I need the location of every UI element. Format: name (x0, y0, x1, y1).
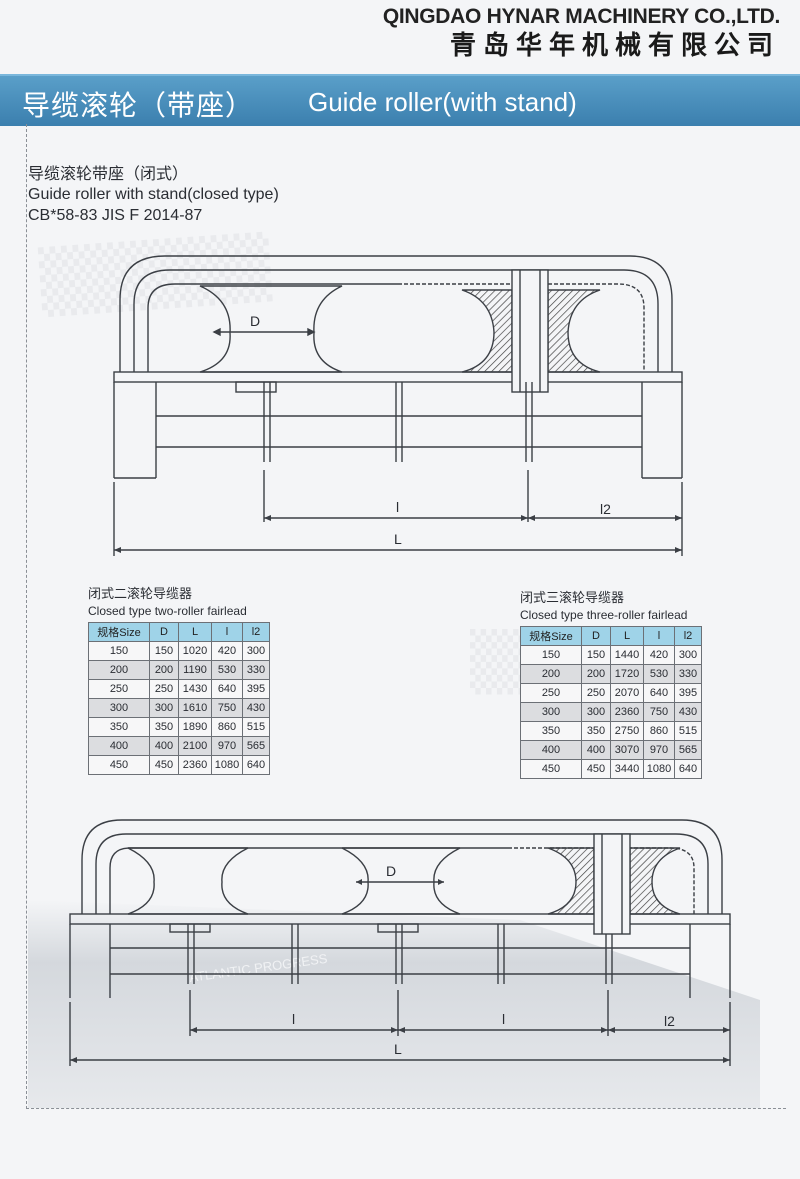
table-cell: 300 (149, 698, 179, 718)
table-cell: 860 (643, 721, 675, 741)
two-roller-caption-en: Closed type two-roller fairlead (88, 604, 247, 618)
bottom-dim-L-label: L (394, 1041, 402, 1057)
table-cell: 300 (88, 698, 150, 718)
top-dim-l2-label: l2 (600, 501, 611, 517)
table-cell: 200 (520, 664, 582, 684)
top-dim-L-label: L (394, 531, 402, 547)
table-header: l (211, 622, 243, 642)
company-name-cn: 青岛华年机械有限公司 (449, 31, 780, 61)
product-heading: 导缆滚轮带座（闭式） Guide roller with stand(close… (28, 163, 279, 226)
table-cell: 300 (520, 702, 582, 722)
two-roller-table-block: 闭式二滚轮导缆器 Closed type two-roller fairlead… (88, 586, 270, 775)
product-standards: CB*58-83 JIS F 2014-87 (28, 207, 203, 224)
table-header: L (610, 626, 644, 646)
three-roller-caption-en: Closed type three-roller fairlead (520, 608, 688, 622)
table-cell: 150 (88, 641, 150, 661)
bottom-dim-l-label-1: l (292, 1011, 295, 1027)
table-cell: 640 (674, 759, 702, 779)
table-cell: 450 (88, 755, 150, 775)
product-name-cn: 导缆滚轮带座（闭式） (28, 164, 189, 183)
two-roller-caption-cn: 闭式二滚轮导缆器 (88, 587, 193, 602)
frame-left-border (26, 124, 28, 1109)
company-name-en: QINGDAO HYNAR MACHINERY CO.,LTD. (382, 5, 780, 28)
table-header: l (643, 626, 675, 646)
table-cell: 250 (149, 679, 179, 699)
table-cell: 750 (211, 698, 243, 718)
table-cell: 1430 (178, 679, 212, 699)
three-roller-caption-cn: 闭式三滚轮导缆器 (520, 591, 625, 606)
table-header: 规格Size (88, 622, 150, 642)
table-cell: 350 (520, 721, 582, 741)
page-title-cn: 导缆滚轮（带座） (22, 89, 255, 122)
table-cell: 350 (88, 717, 150, 737)
table-cell: 250 (520, 683, 582, 703)
company-header: QINGDAO HYNAR MACHINERY CO.,LTD. 青岛华年机械有… (383, 4, 780, 62)
table-cell: 420 (643, 645, 675, 665)
title-band: 导缆滚轮（带座） Guide roller(with stand) (0, 74, 800, 126)
table-cell: 400 (581, 740, 611, 760)
table-cell: 200 (149, 660, 179, 680)
table-cell: 3440 (610, 759, 644, 779)
table-cell: 250 (88, 679, 150, 699)
table-cell: 330 (242, 660, 270, 680)
table-cell: 430 (242, 698, 270, 718)
table-cell: 1080 (643, 759, 675, 779)
table-cell: 565 (674, 740, 702, 760)
three-roller-table-block: 闭式三滚轮导缆器 Closed type three-roller fairle… (520, 590, 702, 779)
table-cell: 1190 (178, 660, 212, 680)
table-cell: 350 (581, 721, 611, 741)
table-cell: 2750 (610, 721, 644, 741)
table-cell: 1080 (211, 755, 243, 775)
table-cell: 450 (520, 759, 582, 779)
top-dim-D-label: D (250, 313, 260, 329)
bottom-dim-D-label: D (386, 863, 396, 879)
table-cell: 150 (520, 645, 582, 665)
table-cell: 430 (674, 702, 702, 722)
table-cell: 300 (581, 702, 611, 722)
table-cell: 2070 (610, 683, 644, 703)
product-name-en: Guide roller with stand(closed type) (28, 186, 279, 203)
table-cell: 300 (674, 645, 702, 665)
table-header: D (581, 626, 611, 646)
table-cell: 515 (242, 717, 270, 737)
bottom-dim-l-label-2: l (502, 1011, 505, 1027)
table-cell: 640 (211, 679, 243, 699)
top-dim-l-label: l (396, 499, 399, 515)
table-cell: 3070 (610, 740, 644, 760)
bottom-dim-l2-label: l2 (664, 1013, 675, 1029)
table-cell: 350 (149, 717, 179, 737)
table-cell: 400 (88, 736, 150, 756)
table-cell: 450 (581, 759, 611, 779)
frame-bottom-border (26, 1108, 786, 1110)
table-cell: 970 (211, 736, 243, 756)
table-cell: 200 (581, 664, 611, 684)
page-title-en: Guide roller(with stand) (308, 87, 577, 117)
table-cell: 420 (211, 641, 243, 661)
table-cell: 400 (149, 736, 179, 756)
table-cell: 640 (242, 755, 270, 775)
table-cell: 860 (211, 717, 243, 737)
table-cell: 200 (88, 660, 150, 680)
table-cell: 2100 (178, 736, 212, 756)
table-cell: 330 (674, 664, 702, 684)
table-header: L (178, 622, 212, 642)
table-cell: 1890 (178, 717, 212, 737)
